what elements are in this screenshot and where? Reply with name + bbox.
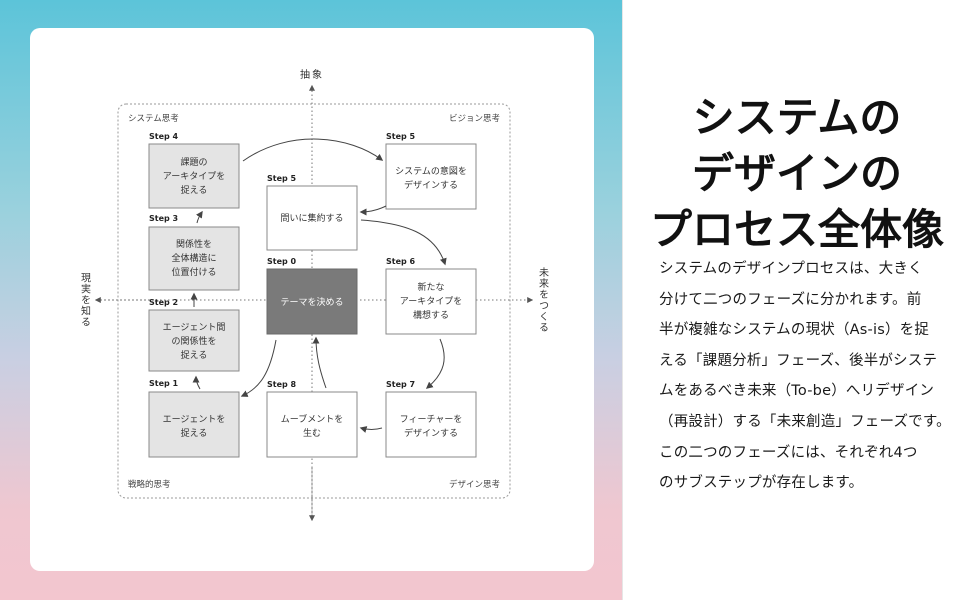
step-text: 生む — [303, 427, 321, 439]
body-line: （再設計）する「未来創造」フェーズです。 — [659, 413, 951, 430]
step-text: 課題の — [180, 156, 207, 168]
process-diagram: 抽象 現実を知る 未来をつくる システム思考 ビジョン思考 戦略的思考 デザイン… — [79, 68, 549, 522]
step-6-node: Step 6 新たな アーキタイプを 構想する — [385, 257, 477, 335]
body-line: 半が複雑なシステムの現状（As-is）を捉 — [659, 322, 930, 339]
quadrant-label-system: システム思考 — [128, 114, 179, 124]
step-text: エージェント間 — [163, 322, 226, 333]
quadrant-label-vision: ビジョン思考 — [449, 114, 500, 124]
step-text: 関係性を — [176, 238, 212, 250]
step-text: アーキタイプを — [163, 171, 225, 182]
title-line: プロセス全体像 — [649, 205, 944, 254]
step-8-node: Step 8 ムーブメントを 生む — [266, 380, 358, 458]
step-text: 捉える — [181, 184, 208, 196]
step-2-node: Step 2 エージェント間 の関係性を 捉える — [148, 298, 240, 372]
step-label: Step 8 — [267, 380, 297, 389]
panel-title: システムの デザインの プロセス全体像 — [623, 90, 970, 258]
step-5-question-node: Step 5 問いに集約する — [266, 174, 358, 251]
step-label: Step 4 — [149, 132, 179, 141]
description-panel: システムの デザインの プロセス全体像 システムのデザインプロセスは、大きく 分… — [622, 0, 970, 600]
body-line: ムをあるべき未来（To-be）へリデザイン — [659, 383, 935, 400]
axis-label-top: 抽象 — [300, 68, 324, 81]
step-text: 捉える — [181, 427, 208, 439]
arrow-step0-to-step1 — [240, 339, 277, 397]
step-text: デザインする — [404, 179, 458, 191]
step-label: Step 7 — [386, 380, 415, 389]
arrow-step3-to-step4 — [195, 210, 203, 224]
quadrant-label-design: デザイン思考 — [449, 479, 500, 490]
step-label: Step 6 — [386, 257, 416, 266]
step-label: Step 3 — [149, 214, 178, 223]
step-text: 構想する — [413, 309, 449, 321]
body-line: える「課題分析」フェーズ、後半がシステ — [659, 352, 938, 369]
arrow-step1-to-step2 — [192, 375, 201, 390]
arrow-step8-to-step0 — [312, 336, 327, 389]
step-text: エージェントを — [163, 414, 226, 425]
axis-label-right: 未来をつくる — [537, 267, 549, 333]
arrow-step5-intent-to-question — [359, 205, 387, 216]
step-4-node: Step 4 課題の アーキタイプを 捉える — [148, 132, 240, 209]
step-1-node: Step 1 エージェントを 捉える — [148, 379, 240, 458]
step-text: 全体構造に — [171, 252, 216, 264]
quadrant-frame — [117, 103, 511, 499]
arrow-step4-to-step5-intent — [242, 138, 384, 162]
body-line: のサブステップが存在します。 — [659, 475, 864, 492]
body-line: システムのデザインプロセスは、大きく — [659, 261, 923, 277]
body-line: この二つのフェーズには、それぞれ4つ — [659, 444, 918, 461]
step-label: Step 5 — [386, 132, 416, 141]
step-label: Step 5 — [267, 174, 297, 183]
step-text: 問いに集約する — [280, 212, 343, 224]
step-7-node: Step 7 フィーチャーを デザインする — [385, 380, 477, 458]
title-line: デザインの — [691, 149, 902, 198]
step-text: 捉える — [181, 349, 208, 361]
gradient-background: 抽象 現実を知る 未来をつくる システム思考 ビジョン思考 戦略的思考 デザイン… — [0, 0, 622, 600]
panel-body: システムのデザインプロセスは、大きく 分けて二つのフェーズに分かれます。前 半が… — [659, 254, 951, 499]
step-label: Step 0 — [267, 257, 297, 266]
step-5-intent-node: Step 5 システムの意図を デザインする — [385, 132, 477, 210]
step-text: の関係性を — [171, 335, 216, 347]
step-label: Step 2 — [149, 298, 178, 307]
step-0-node: Step 0 テーマを決める — [266, 257, 358, 335]
step-text: ムーブメントを — [281, 413, 343, 425]
title-line: システムの — [692, 93, 902, 142]
step-text: 位置付ける — [171, 266, 216, 278]
step-text: システムの意図を — [395, 165, 467, 177]
step-text: テーマを決める — [280, 296, 343, 308]
step-text: 新たな — [417, 281, 444, 293]
step-text: デザインする — [404, 427, 458, 439]
arrow-step6-to-step7 — [425, 338, 445, 389]
quadrant-label-strategy: 戦略的思考 — [128, 479, 171, 490]
arrow-step5-to-step6 — [360, 219, 447, 266]
step-text: フィーチャーを — [400, 414, 463, 425]
body-line: 分けて二つのフェーズに分かれます。前 — [659, 291, 922, 308]
step-3-node: Step 3 関係性を 全体構造に 位置付ける — [148, 214, 240, 291]
arrow-step7-to-step8 — [359, 426, 383, 433]
step-text: アーキタイプを — [400, 296, 462, 307]
step-label: Step 1 — [149, 379, 179, 388]
diagram-card: 抽象 現実を知る 未来をつくる システム思考 ビジョン思考 戦略的思考 デザイン… — [30, 28, 594, 571]
axis-label-left: 現実を知る — [79, 272, 91, 327]
